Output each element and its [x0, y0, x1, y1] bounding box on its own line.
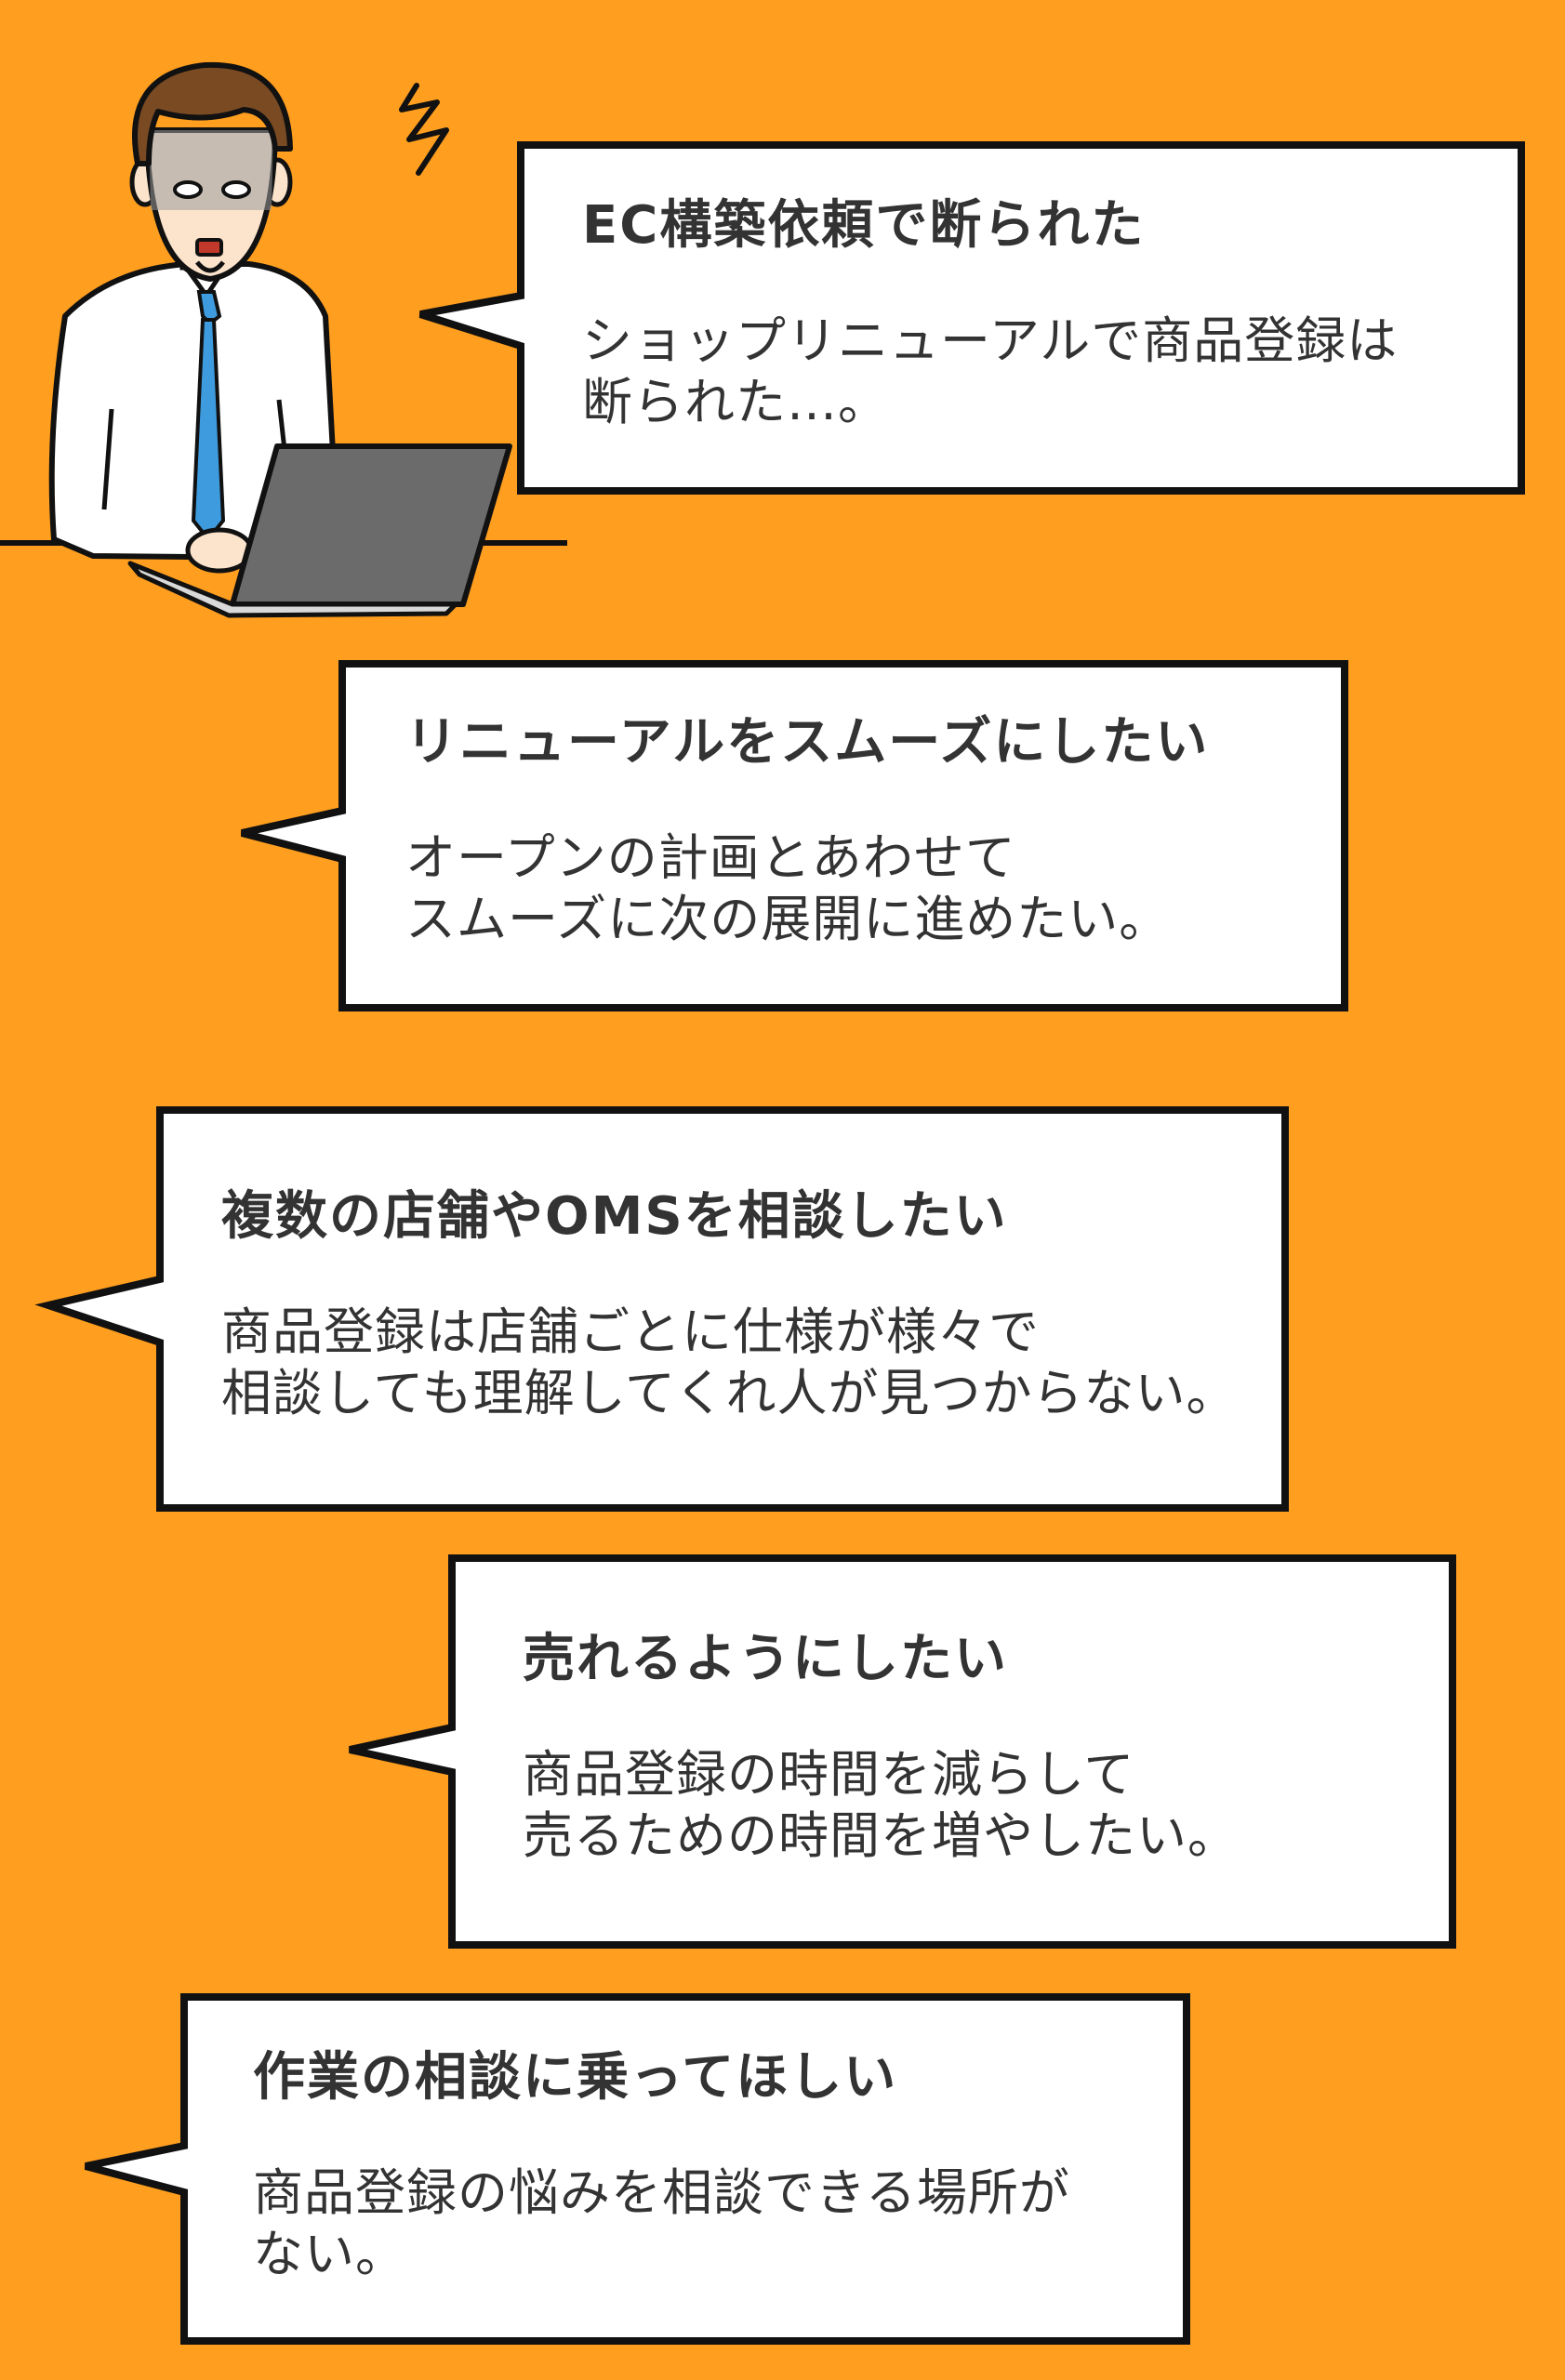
worried-man-at-laptop-icon — [0, 61, 567, 618]
bubble-4-title: 売れるようにしたい — [523, 1629, 1008, 1689]
speech-bubble-3 — [34, 1106, 1289, 1512]
bubble-1-content: EC構築依頼で断られた ショップリニューアルで商品登録は 断られた…。 — [582, 193, 1398, 433]
speech-bubble-2 — [240, 660, 1348, 1012]
bubble-5-line-1: 商品登録の悩みを相談できる場所が — [253, 2163, 1070, 2222]
speech-bubble-1 — [418, 141, 1525, 495]
bubble-4-content: 売れるようにしたい 商品登録の時間を減らして 売るための時間を増やしたい。 — [523, 1627, 1239, 1867]
bubble-3-body: 商品登録は店舗ごとに仕様が様々で 相談しても理解してくれ人が見つからない。 — [221, 1302, 1237, 1424]
bubble-4-body: 商品登録の時間を減らして 売るための時間を増やしたい。 — [523, 1744, 1239, 1867]
bubble-1-body: ショップリニューアルで商品登録は 断られた…。 — [582, 311, 1398, 433]
bubble-1-line-2: 断られた…。 — [582, 373, 889, 431]
speech-bubble-5 — [84, 1993, 1190, 2345]
bubble-2-line-1: オープンの計画とあわせて — [405, 828, 1016, 887]
bubble-3-line-1: 商品登録は店舗ごとに仕様が様々で — [221, 1302, 1040, 1361]
bubble-3-title: 複数の店舗やOMSを相談したい — [221, 1186, 1008, 1247]
bubble-2-line-2: スムーズに次の展開に進めたい。 — [405, 890, 1171, 948]
bubble-1-line-1: ショップリニューアルで商品登録は — [582, 311, 1399, 370]
bubble-5-content: 作業の相談に乗ってほしい 商品登録の悩みを相談できる場所が ない。 — [253, 2045, 1070, 2285]
bubble-2-body: オープンの計画とあわせて スムーズに次の展開に進めたい。 — [405, 827, 1209, 950]
bubble-4-line-2: 売るための時間を増やしたい。 — [523, 1806, 1239, 1865]
bubble-3-line-2: 相談しても理解してくれ人が見つからない。 — [221, 1364, 1238, 1422]
speech-bubble-4 — [349, 1554, 1456, 1949]
bubble-5-body: 商品登録の悩みを相談できる場所が ない。 — [253, 2162, 1070, 2285]
bubble-4-line-1: 商品登録の時間を減らして — [523, 1745, 1135, 1804]
bubble-5-line-2: ない。 — [253, 2225, 406, 2283]
bubble-2-content: リニューアルをスムーズにしたい オープンの計画とあわせて スムーズに次の展開に進… — [405, 710, 1209, 950]
bubble-3-content: 複数の店舗やOMSを相談したい 商品登録は店舗ごとに仕様が様々で 相談しても理解… — [221, 1184, 1237, 1424]
bubble-1-title: EC構築依頼で断られた — [582, 195, 1146, 256]
bubble-5-title: 作業の相談に乗ってほしい — [253, 2047, 898, 2108]
bubble-2-title: リニューアルをスムーズにしたい — [405, 712, 1210, 773]
